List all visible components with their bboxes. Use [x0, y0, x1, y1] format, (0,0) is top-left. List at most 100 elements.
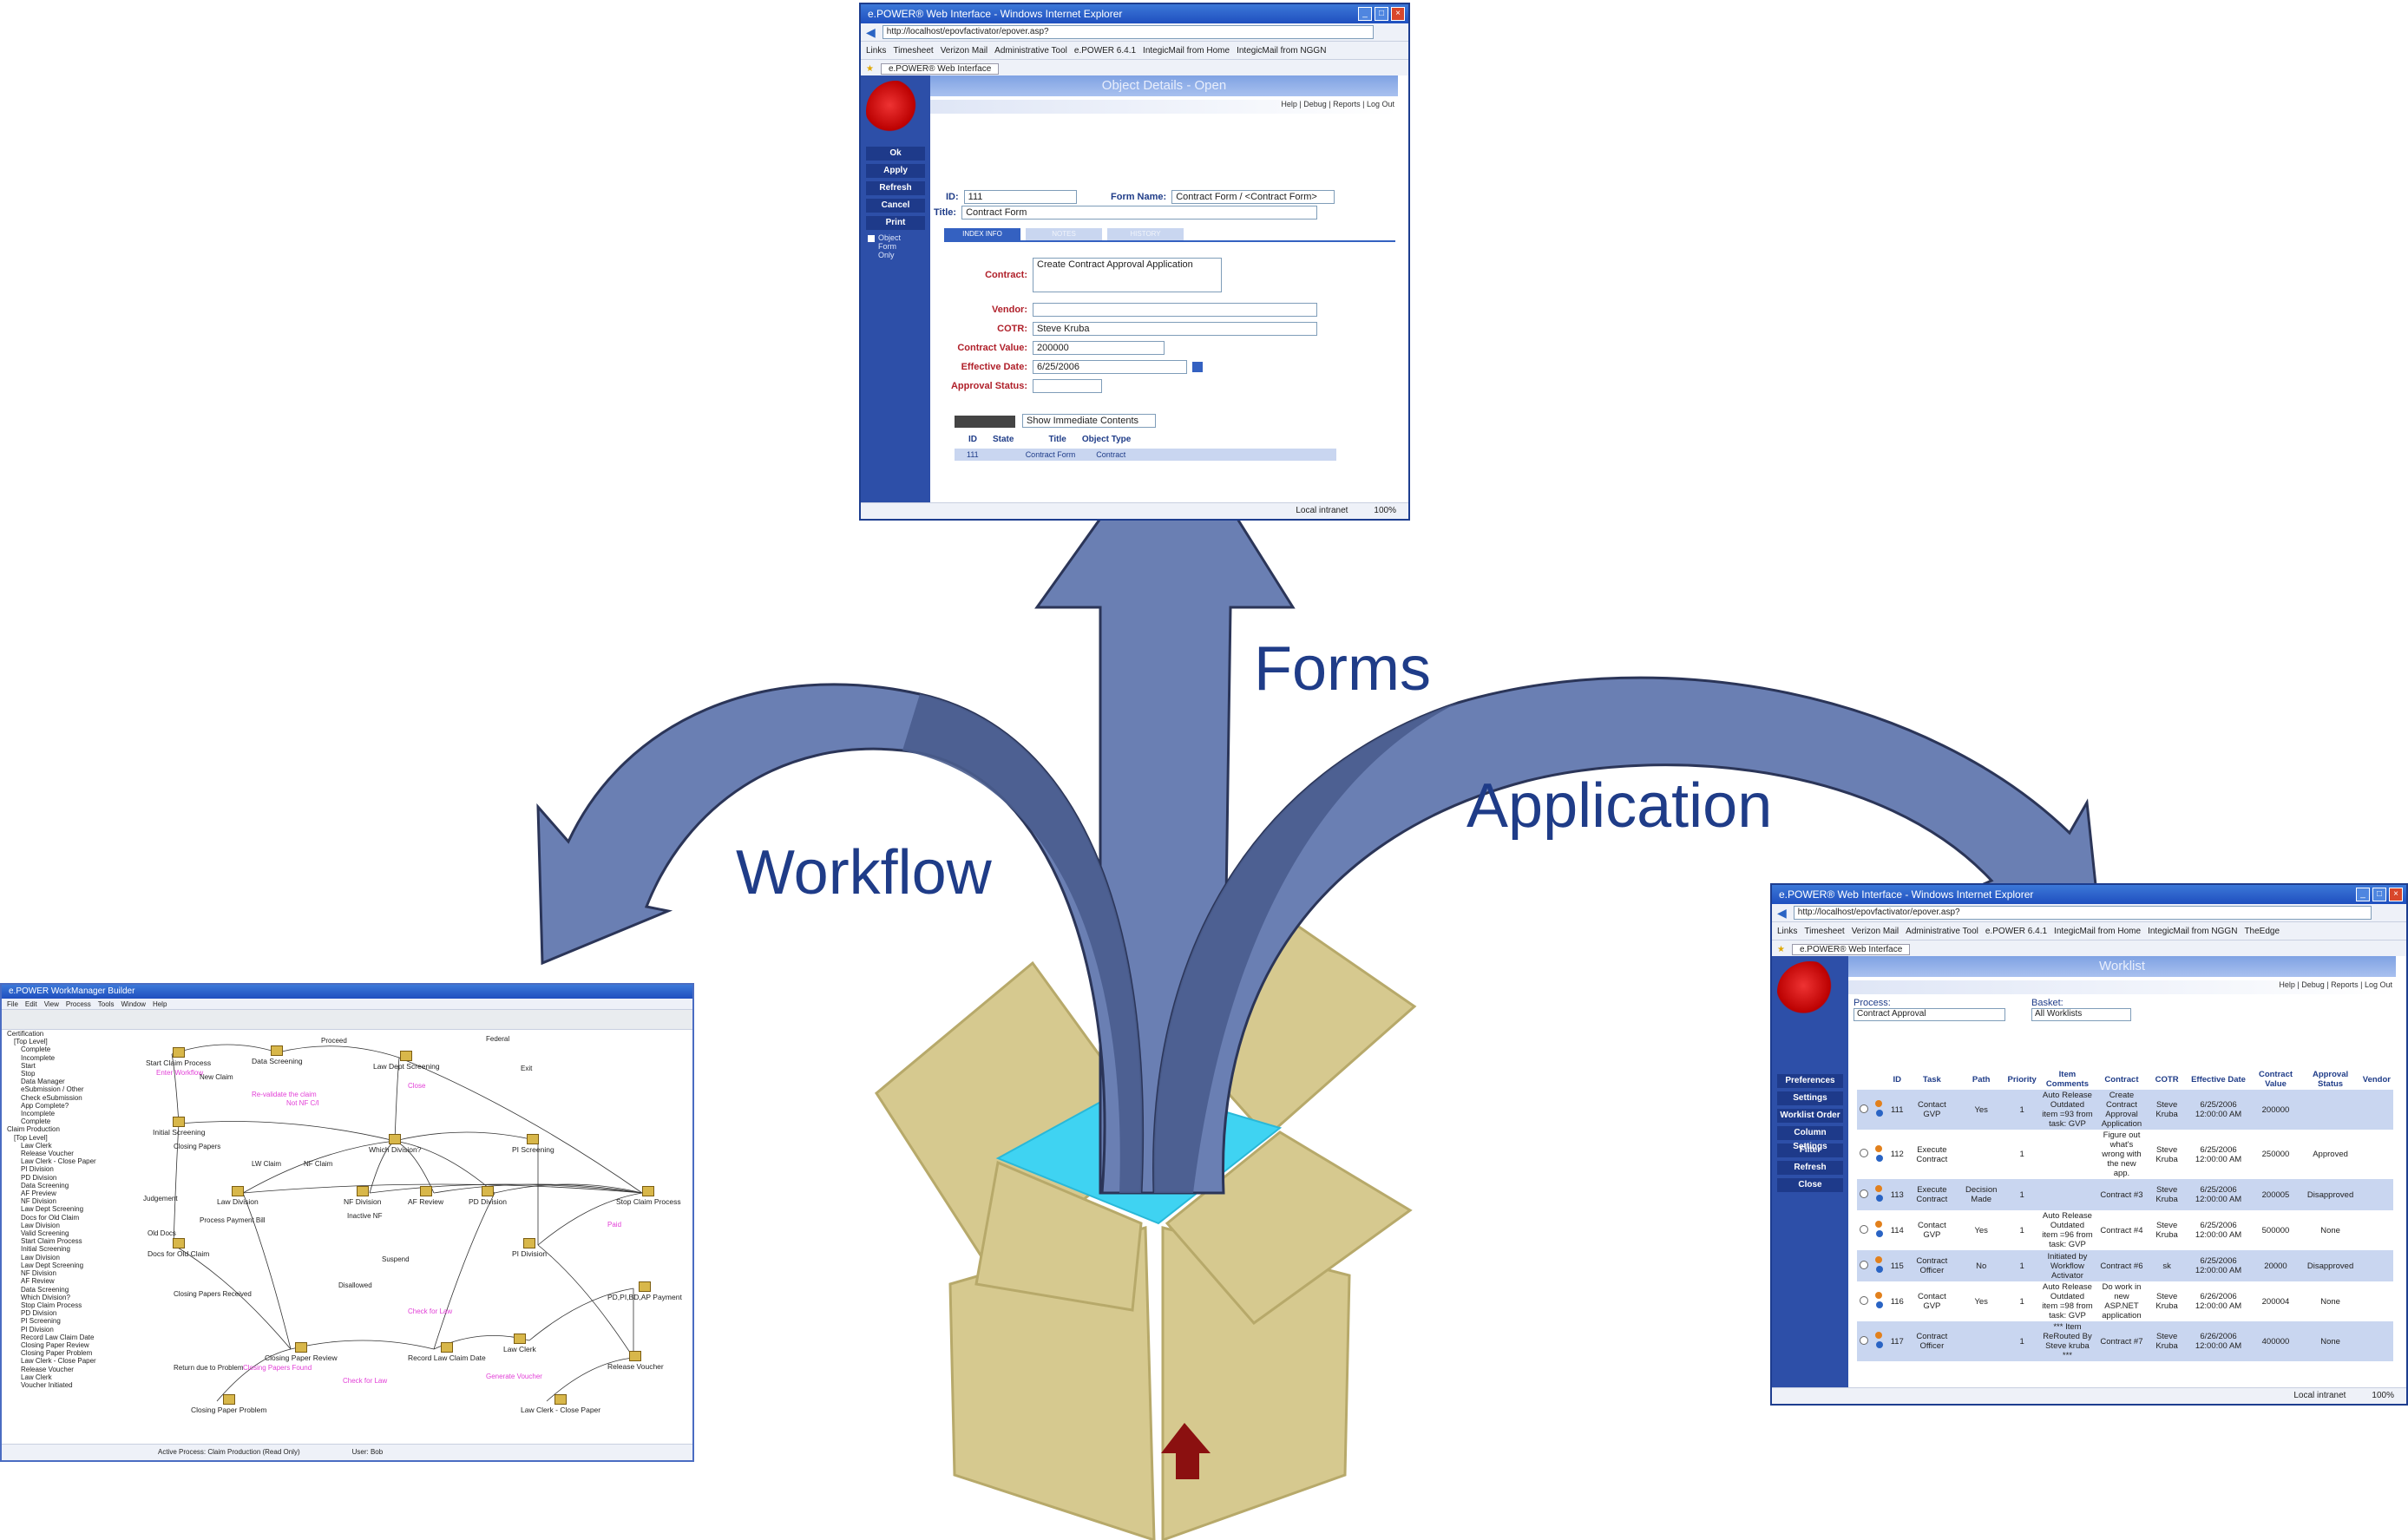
- open-item-icon[interactable]: [1874, 1144, 1882, 1152]
- maximize-icon[interactable]: □: [1375, 7, 1388, 21]
- menu-item[interactable]: Help: [152, 999, 167, 1008]
- open-item-icon[interactable]: [1874, 1256, 1882, 1263]
- worklist-icon-toolbar[interactable]: [1848, 980, 2396, 994]
- link-item[interactable]: Timesheet: [893, 45, 934, 56]
- workflow-node[interactable]: Law Clerk: [503, 1334, 536, 1353]
- workflow-node[interactable]: Start Claim Process: [146, 1047, 211, 1067]
- menu-item[interactable]: File: [7, 999, 18, 1008]
- workflow-node[interactable]: PI Division: [512, 1238, 547, 1258]
- column-header[interactable]: Priority: [2007, 1074, 2037, 1085]
- close-icon[interactable]: ×: [2389, 888, 2403, 901]
- title-input[interactable]: Contract Form: [961, 206, 1318, 220]
- workflow-node[interactable]: Closing Paper Review: [265, 1342, 338, 1362]
- row-radio[interactable]: [1860, 1335, 1868, 1345]
- column-header[interactable]: Vendor: [2362, 1074, 2391, 1085]
- column-header[interactable]: COTR: [2155, 1074, 2179, 1085]
- row-radio[interactable]: [1860, 1224, 1868, 1234]
- apply-button[interactable]: Apply: [866, 164, 925, 178]
- close-button[interactable]: Close: [1777, 1178, 1843, 1192]
- tree-item[interactable]: PD Division: [21, 1173, 57, 1182]
- settings-button[interactable]: Settings: [1777, 1091, 1843, 1105]
- workflow-node[interactable]: PD,PI,BD,AP Payment: [607, 1281, 682, 1301]
- tree-item[interactable]: Incomplete: [21, 1110, 56, 1118]
- workflow-node[interactable]: NF Division: [344, 1186, 381, 1206]
- workflow-node[interactable]: Data Screening: [252, 1045, 303, 1065]
- tree-item[interactable]: Data Manager: [21, 1078, 65, 1086]
- tree-item[interactable]: Law Clerk - Close Paper: [21, 1157, 96, 1166]
- info-icon[interactable]: [1875, 1266, 1883, 1273]
- tree-item[interactable]: NF Division: [21, 1269, 56, 1278]
- column-header[interactable]: ID: [1893, 1074, 1902, 1085]
- column-header[interactable]: Contract: [2104, 1074, 2139, 1085]
- workflow-node[interactable]: PD Division: [469, 1186, 507, 1206]
- star-icon[interactable]: ★: [1777, 944, 1785, 954]
- object-form-only-option[interactable]: Object Form Only: [868, 233, 923, 259]
- tree-item[interactable]: Check eSubmission: [21, 1093, 82, 1102]
- column-header[interactable]: Approval Status: [2312, 1070, 2349, 1089]
- checkbox[interactable]: [868, 235, 875, 242]
- link-item[interactable]: IntegicMail from Home: [1143, 45, 1230, 56]
- workflow-node[interactable]: Law Clerk - Close Paper: [521, 1394, 600, 1414]
- back-icon[interactable]: ◀: [866, 24, 876, 39]
- worklist-order-button[interactable]: Worklist Order: [1777, 1109, 1843, 1123]
- column-header[interactable]: Effective Date: [2191, 1074, 2246, 1085]
- top-menu[interactable]: Help | Debug | Reports | Log Out: [1281, 100, 1394, 108]
- contract-value-input[interactable]: 200000: [1033, 341, 1165, 355]
- form-name-select[interactable]: Contract Form / <Contract Form>: [1171, 190, 1335, 204]
- row-radio[interactable]: [1860, 1189, 1868, 1198]
- tree-item[interactable]: Record Law Claim Date: [21, 1333, 95, 1341]
- workflow-node[interactable]: Law Division: [217, 1186, 259, 1206]
- menu-item[interactable]: Process: [65, 999, 91, 1008]
- row-radio[interactable]: [1860, 1104, 1868, 1113]
- forms-icon-toolbar[interactable]: [930, 100, 1398, 114]
- tree-item[interactable]: Start: [21, 1061, 36, 1070]
- workflow-node[interactable]: AF Review: [408, 1186, 443, 1206]
- approval-status-select[interactable]: [1033, 379, 1102, 393]
- link-item[interactable]: e.POWER 6.4.1: [1073, 45, 1137, 56]
- zoom-level[interactable]: 100%: [2372, 1391, 2394, 1400]
- maximize-icon[interactable]: □: [2372, 888, 2386, 901]
- link-item[interactable]: Links: [866, 45, 887, 56]
- open-item-icon[interactable]: [1874, 1100, 1882, 1107]
- column-header[interactable]: Item Comments: [2045, 1070, 2089, 1089]
- link-item[interactable]: IntegicMail from NGGN: [2148, 926, 2238, 936]
- back-icon[interactable]: ◀: [1777, 905, 1787, 920]
- refresh-button[interactable]: Refresh: [866, 181, 925, 195]
- star-icon[interactable]: ★: [866, 63, 874, 74]
- tree-item[interactable]: Law Dept Screening: [21, 1261, 84, 1269]
- tree-item[interactable]: Start Claim Process: [21, 1237, 82, 1246]
- close-icon[interactable]: ×: [1391, 7, 1405, 21]
- show-contents-select[interactable]: Show Immediate Contents: [1022, 414, 1156, 428]
- row-radio[interactable]: [1860, 1149, 1868, 1157]
- column-header[interactable]: Task: [1922, 1074, 1941, 1085]
- zoom-level[interactable]: 100%: [1374, 506, 1396, 515]
- tree-item[interactable]: PD Division: [21, 1309, 57, 1318]
- tree-item[interactable]: Stop: [21, 1070, 36, 1078]
- preferences-button[interactable]: Preferences: [1777, 1074, 1843, 1088]
- link-item[interactable]: Verizon Mail: [1851, 926, 1899, 936]
- info-icon[interactable]: [1875, 1154, 1883, 1162]
- workflow-node[interactable]: Release Voucher: [607, 1351, 664, 1371]
- info-icon[interactable]: [1875, 1230, 1883, 1237]
- basket-select[interactable]: All Worklists: [2031, 1008, 2131, 1021]
- tab-index-info[interactable]: INDEX INFO: [944, 228, 1020, 240]
- info-icon[interactable]: [1875, 1195, 1883, 1202]
- tree-item[interactable]: PI Division: [21, 1165, 54, 1174]
- link-item[interactable]: Administrative Tool: [994, 45, 1067, 56]
- link-item[interactable]: IntegicMail from Home: [2054, 926, 2142, 936]
- cotr-input[interactable]: Steve Kruba: [1033, 322, 1317, 336]
- tree-item[interactable]: Docs for Old Claim: [21, 1213, 80, 1222]
- link-item[interactable]: Timesheet: [1804, 926, 1845, 936]
- link-item[interactable]: Links: [1777, 926, 1798, 936]
- tree-item[interactable]: Certification: [7, 1030, 44, 1038]
- tree-item[interactable]: Release Voucher: [21, 1150, 74, 1158]
- open-item-icon[interactable]: [1874, 1221, 1882, 1228]
- tree-item[interactable]: NF Division: [21, 1197, 56, 1206]
- tree-item[interactable]: PI Division: [21, 1325, 54, 1334]
- tree-item[interactable]: Release Voucher: [21, 1365, 74, 1373]
- tree-item[interactable]: Voucher Initiated: [21, 1380, 73, 1389]
- tree-item[interactable]: Law Dept Screening: [21, 1205, 84, 1214]
- info-icon[interactable]: [1875, 1301, 1883, 1308]
